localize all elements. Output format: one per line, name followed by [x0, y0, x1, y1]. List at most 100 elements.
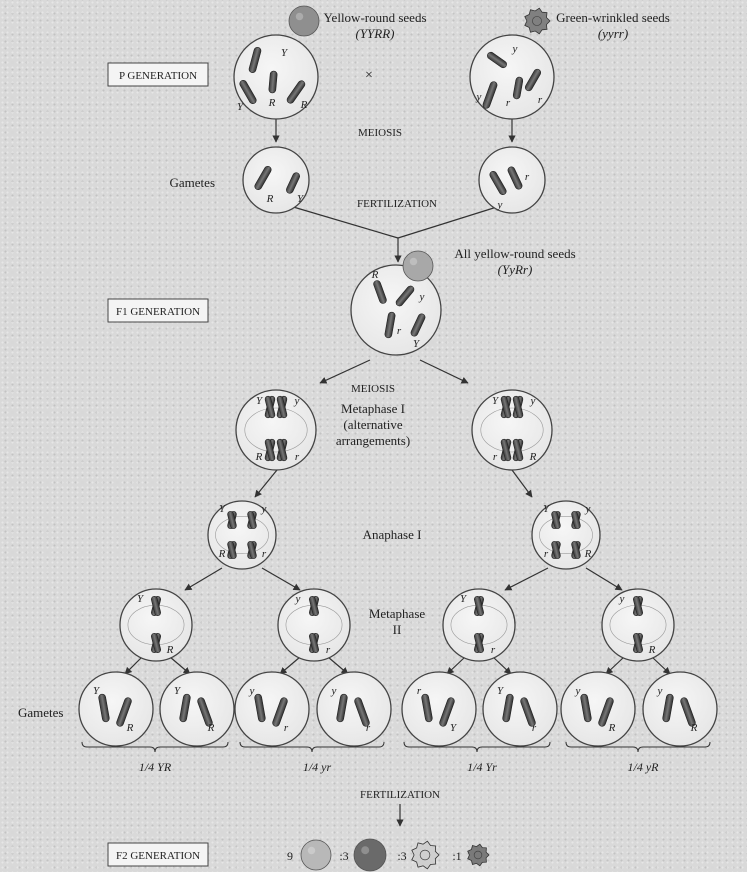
- metaphase2-label-line1: Metaphase: [369, 606, 426, 621]
- chromosome: [254, 693, 266, 723]
- replicated-chromosome: [512, 395, 524, 419]
- cross-symbol: ×: [365, 68, 373, 83]
- chromosome: [551, 511, 561, 529]
- meiosis-top-label: MEIOSIS: [358, 127, 402, 139]
- allele-label: r: [284, 722, 289, 734]
- replicated-chromosome: [276, 438, 288, 462]
- replicated-chromosome: [551, 541, 561, 559]
- f1-seed: [402, 250, 434, 282]
- replicated-chromosome: [571, 541, 581, 559]
- chromosome: [474, 596, 484, 616]
- final-gamete-cell-2: YR: [159, 671, 235, 747]
- final-gamete-cell-8: yR: [642, 671, 718, 747]
- replicated-chromosome: [633, 633, 643, 653]
- allele-label: r: [417, 685, 422, 697]
- chromosome: [384, 311, 396, 339]
- allele-label: R: [207, 722, 215, 734]
- chromosome: [197, 697, 213, 727]
- allele-label: y: [295, 593, 301, 605]
- allele-label: R: [268, 97, 276, 109]
- f2-seed-green-round: [411, 840, 440, 870]
- parent1-seed: [288, 5, 320, 37]
- metaphase2-label-line2: II: [393, 622, 402, 637]
- chromosome: [264, 395, 276, 419]
- fertilization-top-label: FERTILIZATION: [357, 198, 437, 210]
- replicated-chromosome: [571, 511, 581, 529]
- replicated-chromosome: [264, 395, 276, 419]
- chromosome: [286, 172, 300, 194]
- allele-label: Y: [450, 722, 458, 734]
- chromosome: [580, 693, 592, 723]
- chromosome: [98, 693, 110, 723]
- chromosome: [512, 76, 524, 100]
- replicated-chromosome: [474, 633, 484, 653]
- gametes-bottom-label: Gametes: [18, 705, 63, 720]
- replicated-chromosome: [247, 511, 257, 529]
- allele-label: Y: [497, 685, 505, 697]
- metaphase2-cell-1: YR: [119, 588, 193, 662]
- allele-label: Y: [93, 685, 101, 697]
- chromosome: [502, 693, 514, 723]
- f1-genotype: (YyRr): [498, 262, 533, 277]
- allele-label: r: [262, 548, 267, 560]
- chromosome: [571, 511, 581, 529]
- allele-label: r: [525, 171, 530, 183]
- allele-label: y: [530, 395, 536, 407]
- allele-label: y: [419, 291, 425, 303]
- chromosome: [410, 313, 426, 337]
- chromosome: [598, 697, 614, 727]
- chromosome: [482, 81, 498, 109]
- allele-label: R: [126, 722, 134, 734]
- spindle: [480, 407, 544, 453]
- allele-label: r: [506, 97, 511, 109]
- allele-label: y: [497, 199, 503, 211]
- chromosome: [309, 633, 319, 653]
- gamete-group-label: 1/4 yr: [303, 760, 332, 774]
- chromosome: [551, 541, 561, 559]
- spindle: [539, 515, 593, 554]
- chromosome: [309, 596, 319, 616]
- final-gamete-cell-3: yr: [234, 671, 310, 747]
- parent2-genotype: (yyrr): [598, 26, 628, 41]
- chromosome: [247, 541, 257, 559]
- allele-label: Y: [237, 101, 245, 113]
- allele-label: R: [255, 451, 263, 463]
- metaphase2-cell-2: yr: [277, 588, 351, 662]
- replicated-chromosome: [151, 633, 161, 653]
- connector-lines: [124, 118, 671, 827]
- allele-label: y: [249, 685, 255, 697]
- allele-label: y: [512, 43, 518, 55]
- chromosome: [680, 697, 696, 727]
- replicated-chromosome: [309, 596, 319, 616]
- final-gamete-cell-1: YR: [78, 671, 154, 747]
- replicated-chromosome: [512, 438, 524, 462]
- chromosome: [500, 438, 512, 462]
- allele-label: r: [397, 325, 402, 337]
- parent1-seed-label: Yellow-round seeds: [323, 10, 426, 25]
- chromosome: [116, 697, 132, 727]
- chromosome: [151, 596, 161, 616]
- replicated-chromosome: [500, 438, 512, 462]
- allele-label: r: [544, 548, 549, 560]
- allele-label: Y: [219, 503, 227, 515]
- p-generation-label: P GENERATION: [119, 70, 197, 82]
- replicated-chromosome: [551, 511, 561, 529]
- allele-label: R: [371, 269, 379, 281]
- final-gamete-cell-6: Yr: [482, 671, 558, 747]
- chromosome: [633, 633, 643, 653]
- fertilization-bottom-label: FERTILIZATION: [360, 789, 440, 801]
- parent2-seed-label: Green-wrinkled seeds: [556, 10, 670, 25]
- allele-label: r: [366, 722, 371, 734]
- chromosome: [227, 541, 237, 559]
- allele-label: y: [261, 503, 267, 515]
- chromosome: [254, 165, 272, 191]
- metaphase1-label-line2: (alternative: [343, 417, 402, 432]
- allele-label: Y: [297, 193, 305, 205]
- metaphase2-cell-3: Yr: [442, 588, 516, 662]
- chromosome: [286, 80, 306, 104]
- allele-label: Y: [174, 685, 182, 697]
- chromosome: [247, 511, 257, 529]
- chromosome: [336, 693, 348, 723]
